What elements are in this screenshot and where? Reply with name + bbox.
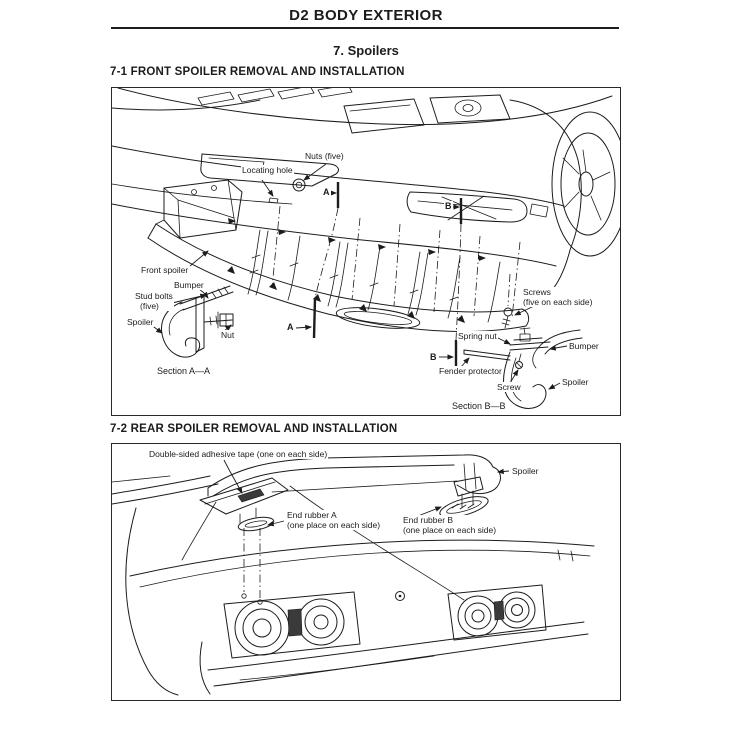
marker-a-bottom: A xyxy=(286,322,295,333)
page-title: D2 BODY EXTERIOR xyxy=(289,7,443,24)
label-nut: Nut xyxy=(220,330,236,341)
label-end-rubber-a-line2: (one place on each side) xyxy=(287,520,381,531)
figure1-heading: 7-1 FRONT SPOILER REMOVAL AND INSTALLATI… xyxy=(110,66,405,78)
header-rule xyxy=(111,27,619,29)
label-end-rubber-a: End rubber A (one place on each side) xyxy=(286,510,382,531)
section-aa-detail xyxy=(161,285,234,358)
label-end-rubber-b: End rubber B (one place on each side) xyxy=(402,515,498,536)
car-rear-body xyxy=(112,475,595,696)
marker-a-top: A xyxy=(322,187,331,198)
label-screws-line2: (five on each side) xyxy=(523,297,593,308)
label-end-rubber-a-line1: End rubber A xyxy=(287,510,337,520)
label-spoiler-left: Spoiler xyxy=(126,317,155,328)
screws-detail xyxy=(501,273,513,329)
figure2-heading: 7-2 REAR SPOILER REMOVAL AND INSTALLATIO… xyxy=(110,423,398,435)
front-bumper xyxy=(112,145,565,267)
front-wheel xyxy=(509,99,620,303)
label-spoiler-right: Spoiler xyxy=(561,377,590,388)
marker-b-top: B xyxy=(444,201,453,212)
label-stud-bolts-line1: Stud bolts xyxy=(135,291,173,301)
label-screws: Screws (five on each side) xyxy=(522,287,594,308)
label-end-rubber-b-line1: End rubber B xyxy=(403,515,454,525)
label-fender-protector: Fender protector xyxy=(438,366,503,377)
figure1-front-spoiler-diagram: Nuts (five) Locating hole A B Front spoi… xyxy=(111,87,621,416)
leader-lines xyxy=(223,459,510,527)
label-spoiler: Spoiler xyxy=(511,466,540,477)
label-end-rubber-b-line2: (one place on each side) xyxy=(403,525,497,536)
figure2-rear-spoiler-diagram: Double-sided adhesive tape (one on each … xyxy=(111,443,621,701)
section-title: 7. Spoilers xyxy=(333,43,399,58)
label-stud-bolts: Stud bolts (five) xyxy=(134,291,174,312)
car-front-body xyxy=(112,88,613,134)
label-adhesive-tape: Double-sided adhesive tape (one on each … xyxy=(148,449,329,460)
label-locating-hole: Locating hole xyxy=(241,165,294,176)
label-section-aa: Section A—A xyxy=(156,366,212,377)
section-cut-lines xyxy=(295,182,463,374)
label-bumper-left: Bumper xyxy=(173,280,205,291)
label-front-spoiler: Front spoiler xyxy=(140,265,190,276)
label-screws-line1: Screws xyxy=(523,287,551,297)
label-screw: Screw xyxy=(496,382,522,393)
label-nuts-five: Nuts (five) xyxy=(304,151,345,162)
marker-b-bottom: B xyxy=(429,352,438,363)
rear-spoiler-line-art xyxy=(112,454,595,696)
label-spring-nut: Spring nut xyxy=(457,331,498,342)
taillights xyxy=(223,584,547,659)
label-bumper-right: Bumper xyxy=(568,341,600,352)
label-section-bb: Section B—B xyxy=(451,401,507,412)
label-stud-bolts-line2: (five) xyxy=(140,301,159,312)
under-bumper-fins xyxy=(247,205,521,323)
